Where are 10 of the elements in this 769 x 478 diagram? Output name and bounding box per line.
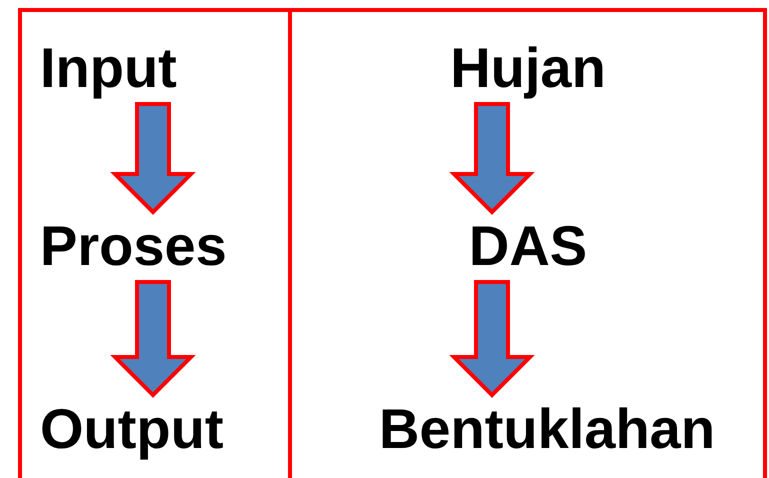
flow-label: Hujan [450, 36, 606, 100]
flow-label: Output [40, 397, 224, 461]
block-arrow [110, 102, 196, 215]
flow-label: DAS [468, 214, 588, 278]
flow-label: Proses [40, 214, 227, 278]
block-arrow [449, 280, 535, 398]
block-arrow [110, 280, 196, 398]
block-arrow [449, 102, 535, 215]
flow-label: Input [40, 36, 177, 100]
flow-label: Bentuklahan [378, 397, 716, 461]
